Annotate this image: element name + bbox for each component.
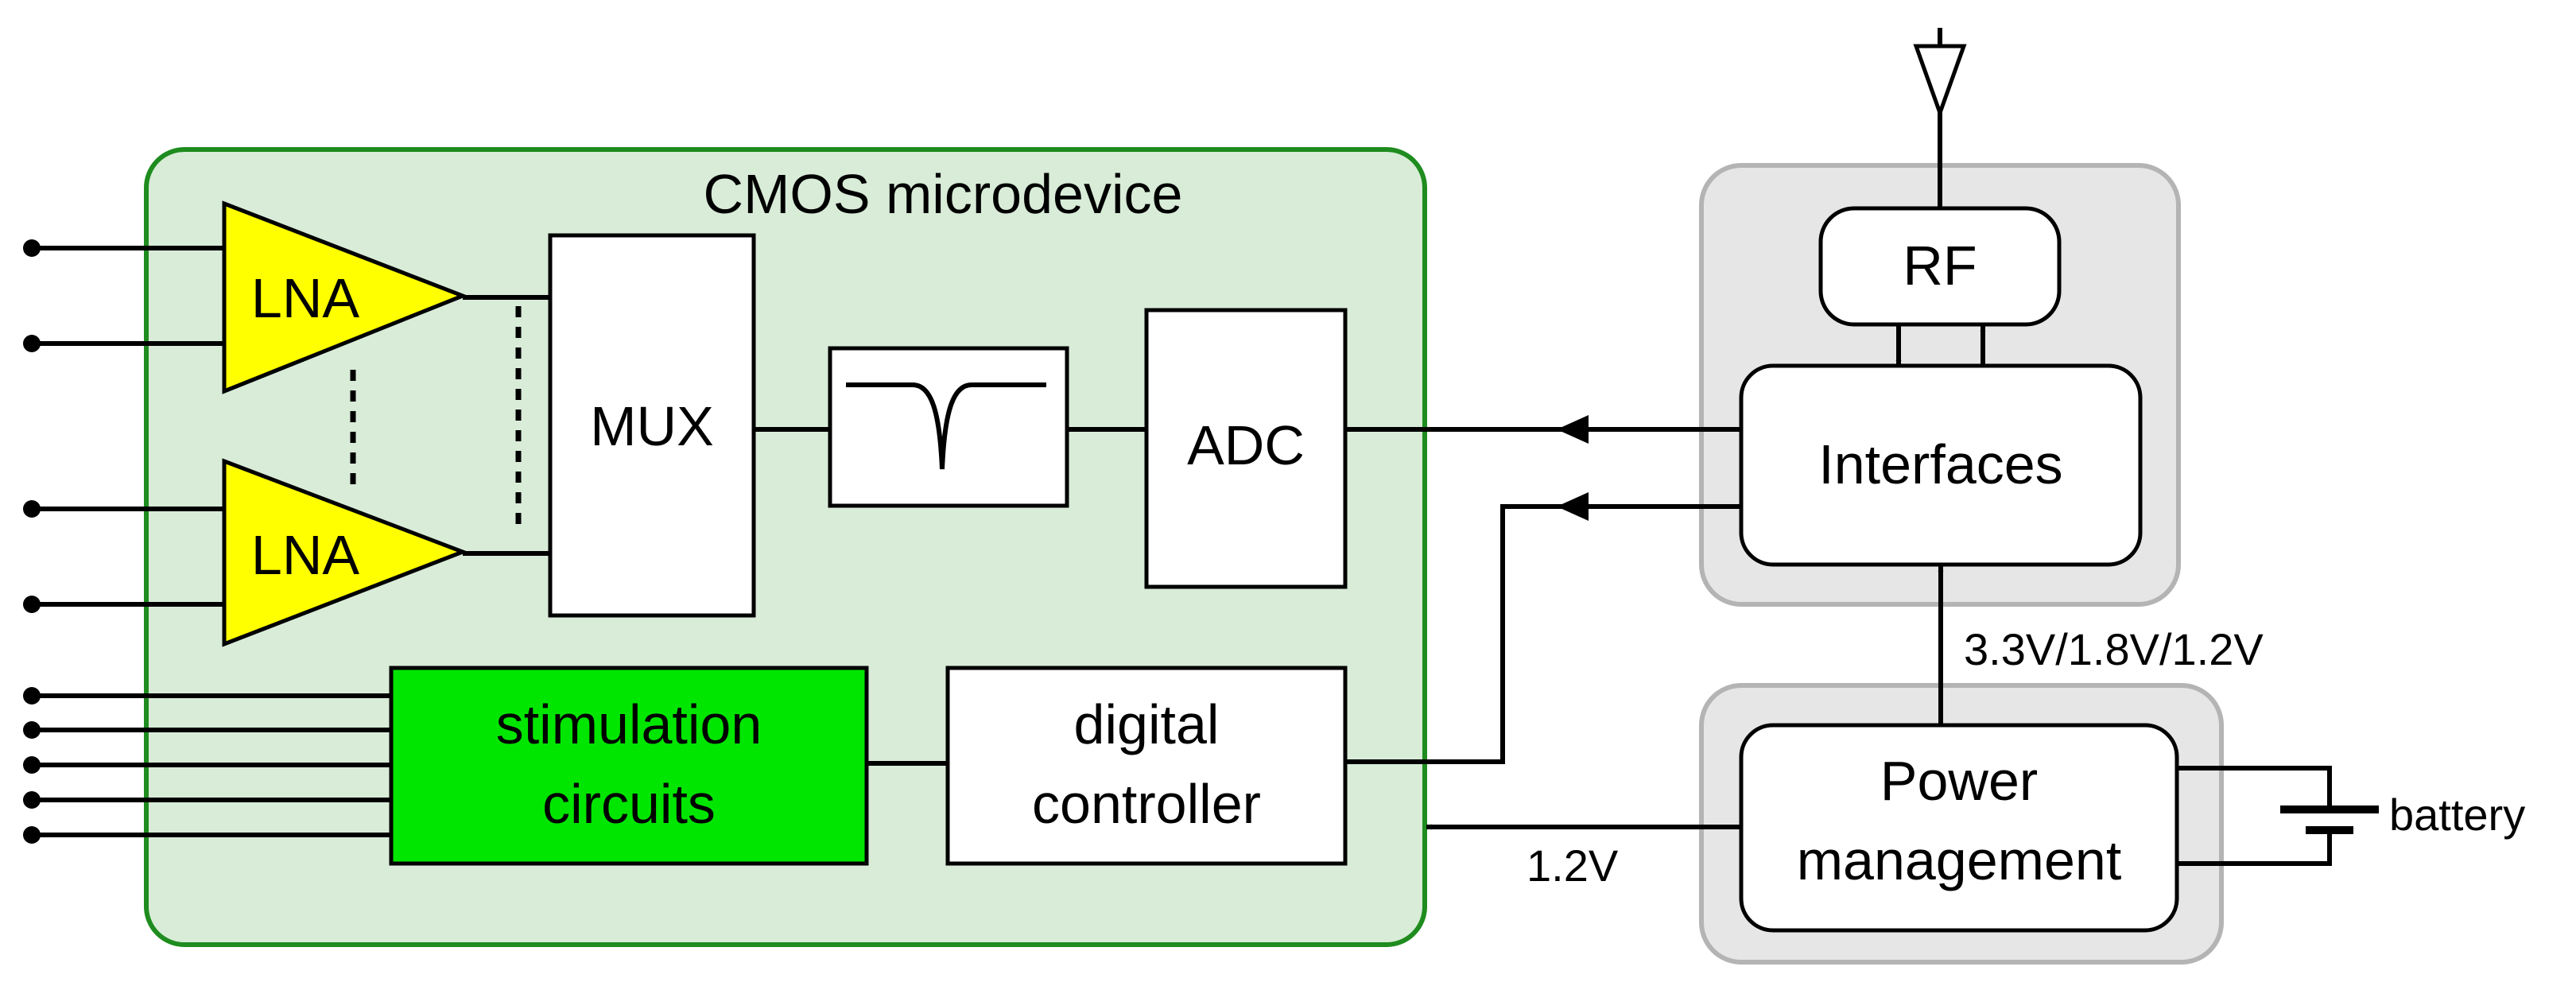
lna-bottom: LNA (222, 458, 468, 647)
notch-filter-block (828, 346, 1069, 508)
control-return-line (1345, 504, 1741, 764)
stimulation-circuits-block: stimulation circuits (389, 666, 869, 866)
control-return-arrowhead (1557, 492, 1589, 521)
core-voltage-label: 1.2V (1527, 840, 1619, 891)
mux-block: MUX (548, 233, 756, 618)
interfaces-label: Interfaces (1818, 433, 2062, 495)
stimulation-label-line2: circuits (542, 773, 716, 835)
battery-icon (2177, 766, 2379, 866)
digital-label-line1: digital (1074, 693, 1220, 755)
adc-data-arrowhead (1557, 415, 1589, 444)
stimulation-electrodes (23, 687, 391, 844)
lna-bottom-label: LNA (251, 524, 359, 586)
stimulation-label-line1: stimulation (496, 693, 762, 755)
notch-filter-icon (846, 382, 1046, 470)
lna-top: LNA (222, 200, 468, 394)
digital-controller-block: digital controller (945, 666, 1348, 866)
digital-label-line2: controller (1032, 773, 1261, 835)
supply-voltages-label: 3.3V/1.8V/1.2V (1964, 624, 2264, 674)
rf-label: RF (1903, 235, 1977, 297)
battery-label: battery (2389, 790, 2525, 840)
mux-label: MUX (590, 395, 714, 457)
power-label-line2: management (1797, 829, 2122, 891)
adc-label: ADC (1187, 414, 1305, 476)
adc-block: ADC (1144, 308, 1348, 589)
antenna-icon (1913, 28, 1967, 208)
lna-input-electrodes (23, 239, 224, 613)
lna-top-label: LNA (251, 267, 359, 329)
rf-block: RF (1818, 206, 2062, 327)
power-label-line1: Power (1880, 750, 2038, 812)
power-management-block: Power management (1739, 723, 2179, 933)
microdevice-label: CMOS microdevice (704, 163, 1183, 225)
interfaces-block: Interfaces (1739, 363, 2143, 567)
